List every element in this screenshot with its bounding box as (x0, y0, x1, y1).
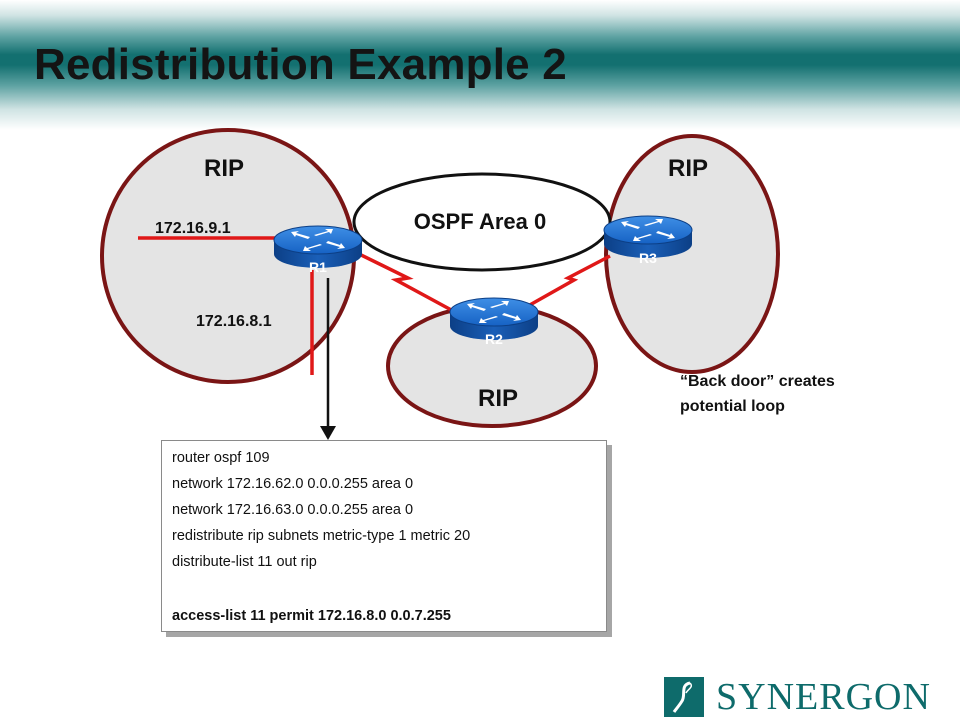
router-r1: R1 (273, 225, 363, 275)
config-line: redistribute rip subnets metric-type 1 m… (172, 528, 471, 544)
synergon-s-icon (664, 677, 704, 717)
config-line: network 172.16.62.0 0.0.0.255 area 0 (172, 476, 414, 492)
back-door-note-line1: “Back door” creates (680, 373, 835, 390)
router-r2-label: R2 (485, 331, 503, 347)
rip-bottom-label: RIP (478, 385, 518, 412)
router-r3-label: R3 (639, 250, 657, 266)
config-pointer-arrowhead (320, 426, 336, 440)
back-door-note-line2: potential loop (680, 398, 785, 415)
address-172-16-8-1: 172.16.8.1 (196, 313, 272, 330)
rip-left-label: RIP (204, 155, 244, 182)
slide-title: Redistribution Example 2 (34, 40, 567, 89)
address-172-16-9-1: 172.16.9.1 (155, 220, 231, 237)
ospf-area-label: OSPF Area 0 (414, 209, 546, 234)
link-r1-r2 (354, 250, 456, 314)
config-line: distribute-list 11 out rip (172, 554, 317, 570)
router-r3: R3 (603, 215, 693, 266)
synergon-logo: SYNERGON (664, 675, 954, 718)
link-r3-r2 (527, 254, 611, 308)
config-line-access-list: access-list 11 permit 172.16.8.0 0.0.7.2… (172, 608, 451, 624)
router-r2: R2 (449, 297, 539, 347)
rip-right-domain (604, 134, 780, 374)
config-blank-line (172, 575, 606, 603)
ospf-area-0 (352, 172, 612, 272)
router-config-box: router ospf 109 network 172.16.62.0 0.0.… (161, 440, 607, 632)
synergon-wordmark: SYNERGON (716, 676, 931, 718)
config-line: router ospf 109 (172, 450, 270, 466)
rip-right-label: RIP (668, 155, 708, 182)
header-band (0, 0, 960, 130)
router-r1-label: R1 (309, 259, 327, 275)
config-line: network 172.16.63.0 0.0.0.255 area 0 (172, 502, 414, 518)
